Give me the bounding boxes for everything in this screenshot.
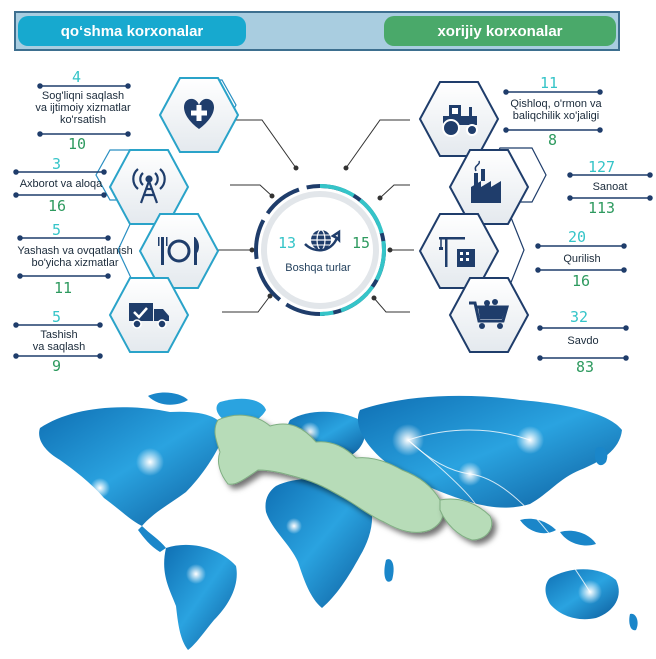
transport-foreign-value: 9	[52, 357, 62, 375]
continent-africa	[265, 478, 373, 608]
left-connectors	[218, 119, 299, 313]
joint-ventures-tab[interactable]: qo‘shma korxonalar	[18, 16, 246, 46]
construction-foreign-value: 16	[572, 272, 591, 290]
transport-joint-value: 5	[52, 308, 62, 326]
other-types-label: Boshqa turlar	[285, 262, 351, 274]
food-joint-value: 5	[52, 221, 62, 239]
hex-info	[108, 149, 190, 225]
foreign-enterprises-tab[interactable]: xorijiy korxonalar	[384, 16, 616, 46]
hex-food	[138, 213, 220, 289]
info-label: Axborot va aloqa	[19, 178, 103, 190]
globe-icon	[304, 229, 341, 252]
tractor-icon	[442, 105, 478, 137]
right-label-bars	[503, 89, 653, 361]
health-label: Sog'liqni saqlash va ijtimoiy xizmatlar …	[35, 90, 131, 126]
antenna-tower-icon	[132, 168, 166, 204]
shopping-cart-icon	[469, 299, 509, 329]
industry-foreign-value: 113	[588, 199, 616, 217]
trade-joint-value: 32	[570, 308, 589, 326]
crane-building-icon	[439, 237, 475, 267]
health-foreign-value: 10	[68, 135, 87, 153]
construction-joint-value: 20	[568, 228, 587, 246]
heart-plus-icon	[184, 98, 214, 129]
factory-icon	[471, 160, 501, 203]
right-connectors	[343, 119, 414, 313]
industry-joint-value: 127	[588, 158, 616, 176]
continent-north-america	[39, 407, 224, 526]
agri-joint-value: 11	[540, 74, 559, 92]
left-hexagons	[108, 77, 240, 353]
info-foreign-value: 16	[48, 197, 67, 215]
delivery-truck-icon	[129, 303, 169, 329]
industry-label: Sanoat	[592, 181, 628, 193]
agri-foreign-value: 8	[548, 131, 558, 149]
uzbekistan-map	[214, 414, 445, 533]
food-label: Yashash va ovqatlanish bo'yicha xizmatla…	[17, 245, 133, 269]
construction-label: Qurilish	[563, 253, 601, 265]
trade-foreign-value: 83	[576, 358, 595, 376]
transport-label: Tashish va saqlash	[32, 329, 86, 353]
other-foreign-value: 15	[352, 234, 371, 252]
header-bar: qo‘shma korxonalar xorijiy korxonalar	[14, 11, 620, 51]
left-label-bars	[13, 83, 131, 359]
info-joint-value: 3	[52, 155, 62, 173]
food-foreign-value: 11	[54, 279, 73, 297]
trade-label: Savdo	[567, 335, 599, 347]
health-joint-value: 4	[72, 68, 82, 86]
world-map	[39, 392, 638, 650]
other-joint-value: 13	[278, 234, 297, 252]
continent-south-america	[164, 544, 237, 650]
plate-fork-knife-icon	[158, 237, 199, 265]
continent-asia	[357, 395, 622, 508]
agri-label: Qishloq, o'rmon va baliqchilik xo'jaligi	[510, 98, 602, 122]
